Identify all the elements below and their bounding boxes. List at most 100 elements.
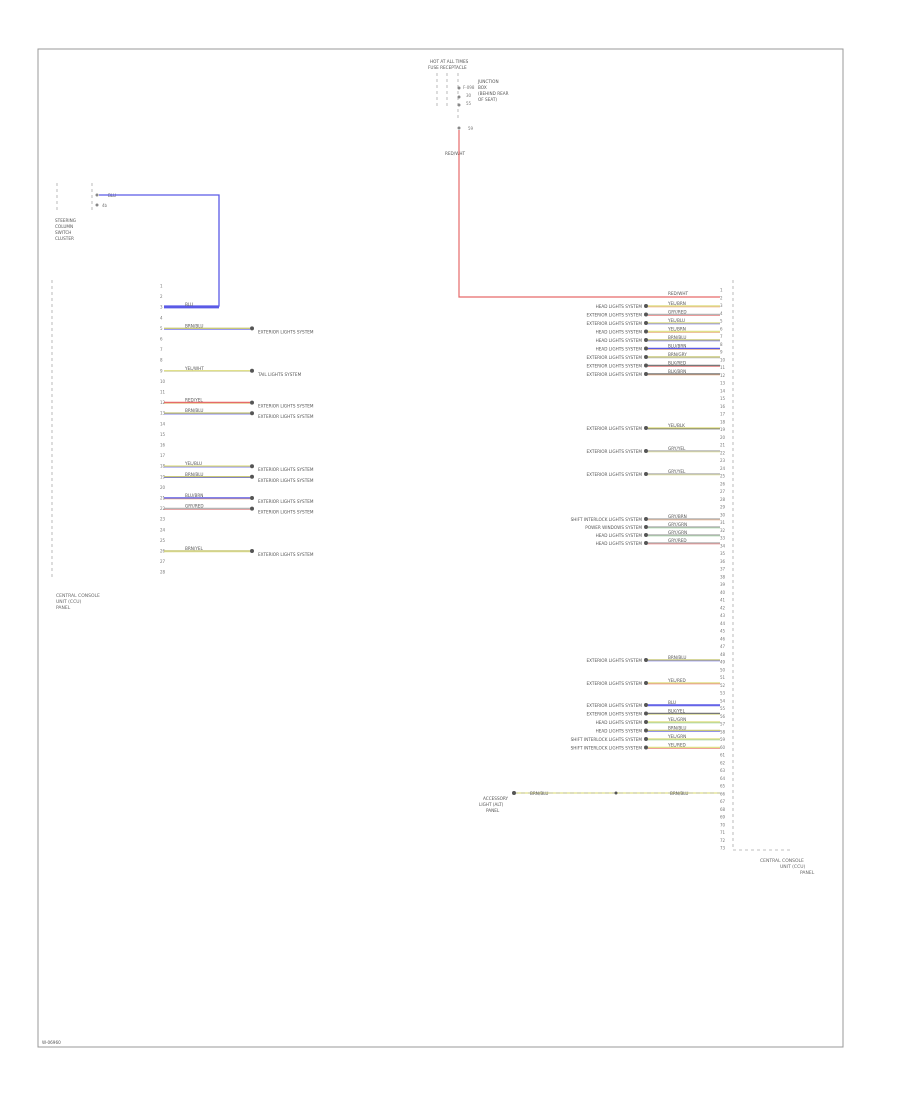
right-connector-dot [644,533,648,537]
right-wire-label: GRY/RED [668,310,687,315]
left-pin-number: 22 [160,506,166,511]
right-pin-number: 9 [720,350,723,355]
right-pin-number: 57 [720,722,726,727]
left-module-name-2: UNIT (CCU) [56,599,81,605]
right-wire-destination: EXTERIOR LIGHTS SYSTEM [586,426,642,431]
right-pin-number: 38 [720,574,726,579]
right-connector-dot [644,329,648,334]
left-wire-label: BRN/BLU [185,408,203,413]
right-pin-number: 50 [720,667,726,672]
right-pin-number: 60 [720,745,726,750]
right-connector-dot [644,728,648,733]
left-pin-number: 12 [160,400,166,405]
right-wire-destination: HEAD LIGHTS SYSTEM [596,541,643,546]
left-pin-number: 5 [160,326,163,331]
right-wire-label: YEL/BLU [667,318,685,323]
right-wire-destination: SHIFT INTERLOCK LIGHTS SYSTEM [571,737,643,742]
right-wire-label: YEL/BRN [667,301,686,306]
right-pin-number: 28 [720,497,726,502]
right-pin-number: 53 [720,691,726,696]
right-wire-label: BLK/RED [668,361,686,366]
left-pin-number: 7 [160,347,163,352]
right-pin-number: 31 [720,520,726,525]
right-wire: BLK/RED EXTERIOR LIGHTS SYSTEM [586,361,720,369]
right-pin-number: 51 [720,675,726,680]
right-wire-label: BLU/BRN [668,344,686,349]
right-pin-number: 26 [720,481,726,486]
left-pin-number: 4 [160,315,163,320]
left-wire-destination: EXTERIOR LIGHTS SYSTEM [258,467,314,472]
right-wire-destination: SHIFT INTERLOCK LIGHTS SYSTEM [571,517,643,522]
acc-wire-right: BRN/BLU [670,791,688,796]
right-wire-destination: EXTERIOR LIGHTS SYSTEM [586,372,642,377]
right-wire-destination: HEAD LIGHTS SYSTEM [596,720,643,725]
right-connector-dot [644,525,648,529]
left-pin-number: 13 [160,411,166,416]
top-connector: HOT AT ALL TIMES FUSE RECEPTACLE JUNCTIO… [428,59,509,156]
steering-name-3: SWITCH [55,230,71,235]
right-pin-number: 46 [720,636,726,641]
left-wire-label: BLU [185,302,193,307]
right-wire-destination: HEAD LIGHTS SYSTEM [596,347,643,352]
right-pin-number: 15 [720,396,726,401]
right-connector-dot [644,363,648,368]
left-pin-number: 19 [160,474,166,479]
right-pin-number: 71 [720,830,726,835]
right-pin-number: 29 [720,505,726,510]
right-wire-label: BRN/BLU [668,726,686,731]
left-wire-destination: EXTERIOR LIGHTS SYSTEM [258,329,314,334]
right-pin-number: 19 [720,427,726,432]
right-pin-number: 35 [720,551,726,556]
right-wire-destination: EXTERIOR LIGHTS SYSTEM [586,472,642,477]
right-connector-dot [644,321,648,325]
right-pin-number: 6 [720,326,723,331]
top-title-1: HOT AT ALL TIMES [430,59,469,64]
left-connector-dot [250,464,254,469]
right-wire-destination: EXTERIOR LIGHTS SYSTEM [586,712,642,717]
right-pin-number: 2 [720,295,723,300]
left-connector-dot [250,411,254,416]
left-connector-dot [250,400,254,405]
right-wire-destination: EXTERIOR LIGHTS SYSTEM [586,364,642,369]
left-wire-destination: EXTERIOR LIGHTS SYSTEM [258,478,314,483]
right-wire-destination: SHIFT INTERLOCK LIGHTS SYSTEM [571,746,643,751]
right-wire-label: YEL/RED [667,678,686,683]
steering-name-4: CLUSTER [55,236,74,241]
right-pin-number: 69 [720,815,726,820]
right-pin-number: 44 [720,621,726,626]
right-wire-destination: HEAD LIGHTS SYSTEM [596,729,643,734]
right-pin-number: 47 [720,644,726,649]
right-pin-number: 25 [720,474,726,479]
right-pin-number: 43 [720,613,726,618]
right-pin-number: 12 [720,373,726,378]
steering-name-2: COLUMN [55,224,73,229]
steering-wire-blue [99,194,220,307]
top-side-4: OF SEAT) [478,97,497,102]
right-wire-destination: EXTERIOR LIGHTS SYSTEM [586,321,642,326]
right-connector-dot [644,517,648,521]
left-wire-destination: EXTERIOR LIGHTS SYSTEM [258,552,314,557]
left-wire-label: YEL/WHT [184,366,204,371]
right-wire-destination: HEAD LIGHTS SYSTEM [596,330,643,335]
left-pin-number: 10 [160,379,166,384]
right-module-name-3: PANEL [800,870,815,876]
right-wire-label: GRY/GRN [668,530,687,535]
acc-module-3: PANEL [486,808,500,813]
right-wire-label: GRY/GRN [668,522,687,527]
right-pin-number: 70 [720,822,726,827]
right-wire-label: BRN/GRY [668,352,687,357]
left-wire-label: BLU/BRN [185,493,203,498]
right-wire-destination: HEAD LIGHTS SYSTEM [596,338,643,343]
right-pin-number: 22 [720,450,726,455]
right-pin-number: 62 [720,760,726,765]
